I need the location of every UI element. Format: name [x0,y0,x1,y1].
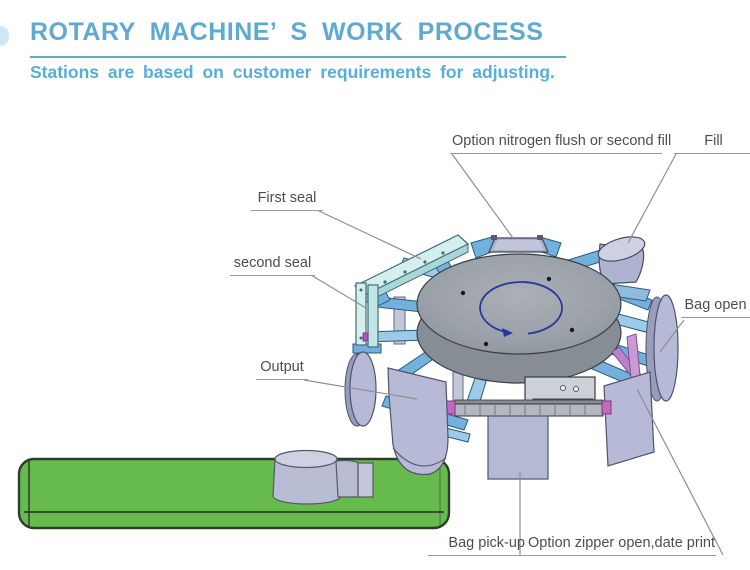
leader-fill [627,153,677,244]
leader-first-seal [318,210,422,260]
zipper-date-print-station [603,333,655,467]
corner-artifact [0,26,9,46]
label-fill: Fill [674,132,750,154]
label-second-seal: second seal [230,254,315,276]
label-bag-open: Bag open [681,296,750,318]
label-output: Output [256,358,308,380]
left-disc [344,351,377,427]
turntable [416,253,622,384]
conveyor-belt [17,457,451,530]
fill-funnel [591,236,651,302]
page-title: ROTARY MACHINE’ S WORK PROCESS [30,18,544,46]
output-chute [387,367,449,476]
page-subtitle: Stations are based on customer requireme… [30,62,555,82]
bag-open-disc [645,294,679,402]
label-bag-pickup: Bag pick-up [428,534,527,556]
leader-nitrogen [451,153,514,239]
label-first-seal: First seal [251,189,323,211]
leader-bag-open [659,319,685,353]
label-nitrogen-flush: Option nitrogen flush or second fill [450,132,671,154]
leader-lines [303,153,724,556]
conveyor-chute [272,449,374,505]
bag-pickup-station [445,376,612,480]
leader-output [303,379,418,400]
label-zipper-date-print: Option zipper open,date print [526,534,716,556]
rotation-arrow [479,281,563,337]
nitrogen-station [470,235,562,259]
leader-zipper [636,388,724,556]
leader-second-seal [310,274,367,309]
title-underline [30,56,566,58]
